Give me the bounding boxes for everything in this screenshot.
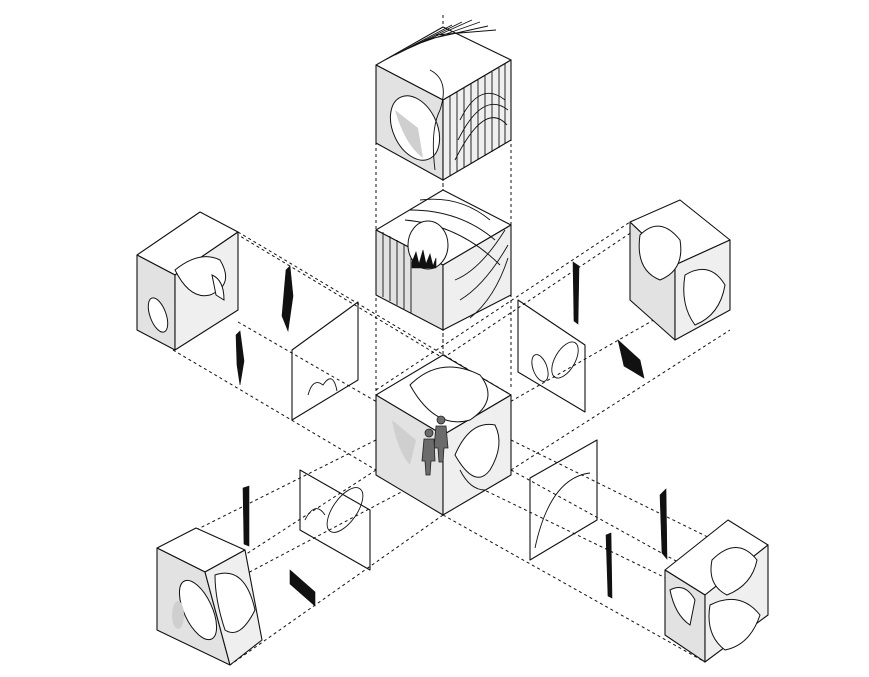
- sw-block: [156, 527, 263, 666]
- nw-sections: [235, 265, 359, 421]
- top-sliced-block: [375, 19, 512, 181]
- human-figure-icon: [421, 415, 449, 476]
- middle-contour-block: [375, 189, 512, 331]
- ne-sections: [517, 261, 645, 413]
- ne-block: [629, 199, 731, 341]
- se-block: [664, 519, 769, 663]
- central-block: [375, 354, 512, 516]
- se-sections: [529, 439, 668, 599]
- nw-block: [136, 211, 239, 351]
- sw-sections: [242, 469, 371, 607]
